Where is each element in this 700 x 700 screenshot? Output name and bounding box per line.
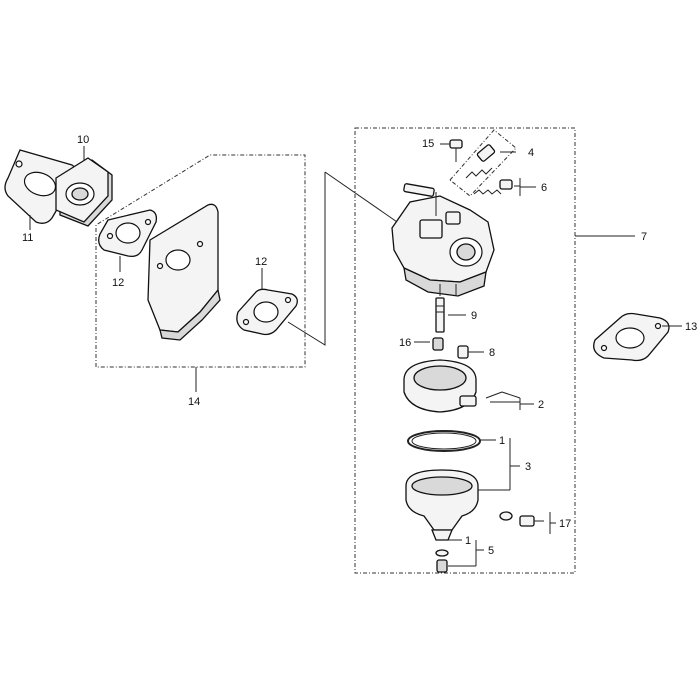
callout-12-right: 12 [255,256,267,268]
callout-6: 6 [541,182,547,194]
gasket-part-12-left [98,209,158,272]
gasket-part-12-right [236,268,298,336]
callout-14: 14 [188,396,200,408]
mount-connector-lines [287,171,401,346]
callout-11: 11 [22,232,33,244]
callout-15: 15 [422,138,434,150]
callout-3: 3 [525,461,531,473]
callout-1-top: 1 [499,435,505,447]
float-assembly [403,359,534,413]
callout-1-bottom: 1 [465,535,471,547]
callout-7: 7 [641,231,647,243]
drain-screw-part-17 [499,511,556,534]
heat-shield-plate [147,203,221,341]
drain-bolt-part-5 [435,539,484,573]
callout-8: 8 [489,347,495,359]
screw-set-part-6 [473,178,536,196]
callout-10: 10 [77,134,89,146]
callout-13: 13 [685,321,697,333]
screw-part-8 [457,345,484,359]
group-box-14 [95,154,306,392]
callout-16: 16 [399,337,411,349]
jet-part-16 [414,337,444,351]
callout-labels: 10 11 12 12 14 15 4 6 7 9 13 16 8 2 1 3 … [22,134,697,557]
float-bowl-oring-part-1 [407,430,496,452]
nozzle-part-9 [435,297,466,333]
insulator-part-10 [55,146,113,227]
gasket-part-13 [593,312,682,362]
callout-9: 9 [471,310,477,322]
group-box-7 [354,127,635,574]
callout-2: 2 [538,399,544,411]
float-bowl-part-3 [405,438,520,541]
callout-4: 4 [528,147,534,159]
callout-17: 17 [559,518,571,530]
screw-set-part-4 [449,129,517,197]
callout-12-left: 12 [112,277,124,289]
callout-5: 5 [488,545,494,557]
screw-part-15 [440,139,463,162]
carburetor-body [391,183,495,297]
